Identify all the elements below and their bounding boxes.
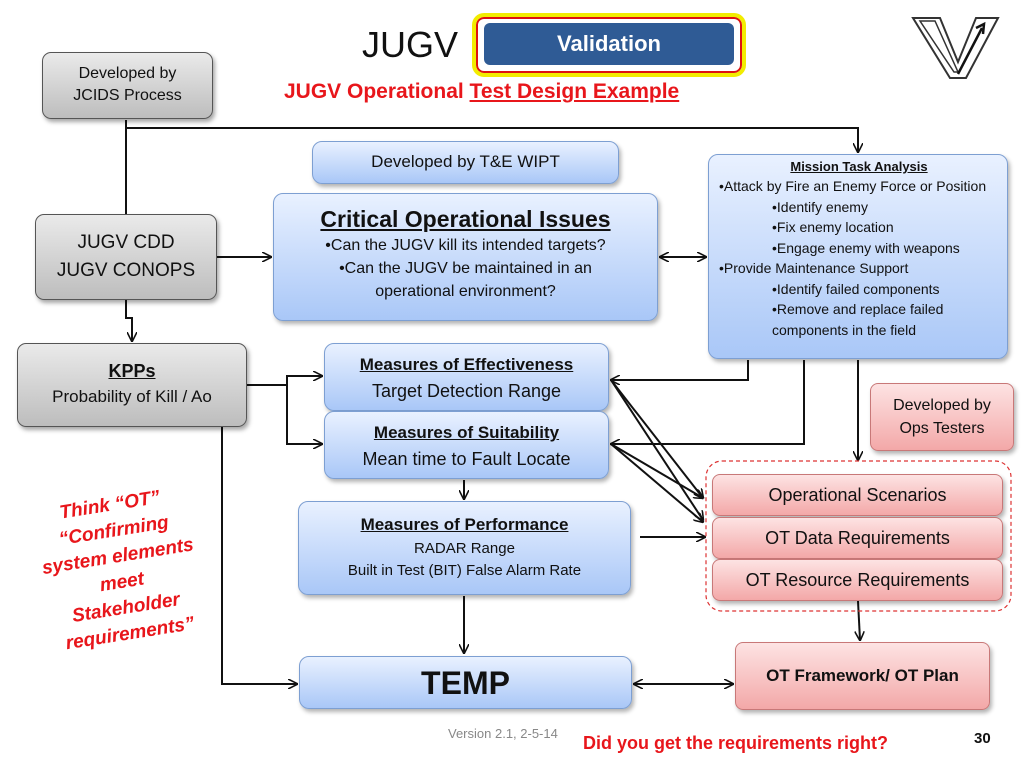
line-mta-moe — [611, 360, 749, 380]
mta-item-1: •Attack by Fire an Enemy Force or Positi… — [719, 178, 987, 194]
line-cdd-kpps — [125, 300, 132, 341]
mos-box: Measures of Suitability Mean time to Fau… — [324, 411, 609, 479]
mop-title: Measures of Performance — [360, 515, 569, 534]
ops-testers-line-1: Developed by — [893, 397, 991, 414]
ot-resource-requirements-box: OT Resource Requirements — [712, 559, 1003, 601]
page-number: 30 — [974, 730, 991, 747]
jcids-line-1: Developed by — [78, 65, 177, 82]
mta-item-2: •Identify enemy — [772, 198, 868, 215]
mos-title: Measures of Suitability — [373, 423, 560, 442]
cdd-line-2: JUGV CONOPS — [56, 260, 196, 281]
line-mos-ot-1 — [610, 443, 703, 498]
requirements-question: Did you get the requirements right? — [583, 733, 889, 753]
moe-box: Measures of Effectiveness Target Detecti… — [324, 343, 609, 411]
page-subtitle: JUGV Operational Test Design Example — [284, 80, 679, 104]
page-title: JUGV — [362, 24, 459, 65]
coi-title: Critical Operational Issues — [320, 206, 611, 232]
ot-framework-box: OT Framework/ OT Plan — [735, 642, 990, 710]
line-moe-ot-2 — [610, 379, 703, 520]
moe-title: Measures of Effectiveness — [359, 355, 574, 374]
moe-text: Target Detection Range — [371, 381, 562, 401]
ot-group-border — [705, 460, 1012, 612]
mta-item-3: •Fix enemy location — [772, 219, 894, 235]
coi-line-2: •Can the JUGV be maintained in an — [339, 260, 592, 277]
mop-line-2: Built in Test (BIT) False Alarm Rate — [347, 562, 582, 579]
version-label: Version 2.1, 2-5-14 — [448, 726, 558, 741]
line-mos-ot-2 — [610, 443, 703, 522]
mta-item-7: •Remove and replace failed components in… — [772, 301, 944, 338]
mop-box: Measures of Performance RADAR Range Buil… — [298, 501, 631, 595]
mta-title: Mission Task Analysis — [790, 159, 928, 174]
validation-badge: Validation — [472, 13, 746, 77]
cdd-line-1: JUGV CDD — [77, 232, 175, 253]
validation-badge-label: Validation — [484, 23, 734, 65]
temp-box: TEMP — [299, 656, 632, 709]
coi-line-1: •Can the JUGV kill its intended targets? — [325, 237, 606, 254]
line-kpps-mos — [286, 385, 322, 444]
jcids-box: Developed by JCIDS Process — [42, 52, 213, 119]
mta-item-6: •Identify failed components — [772, 280, 940, 297]
jcids-line-2: JCIDS Process — [73, 87, 182, 104]
mission-task-analysis-box: Mission Task Analysis •Attack by Fire an… — [708, 154, 1008, 359]
coi-box: Critical Operational Issues •Can the JUG… — [273, 193, 658, 321]
subtitle-underlined: Test Design Example — [469, 80, 680, 103]
v-arrow-logo-icon — [911, 17, 1000, 79]
line-kpps-temp — [221, 426, 297, 684]
ops-testers-line-2: Ops Testers — [899, 420, 985, 437]
think-ot-callout: Think “OT” “Confirming system elements m… — [4, 477, 236, 664]
mop-line-1: RADAR Range — [414, 540, 515, 557]
line-ot-framework — [858, 600, 860, 640]
coi-line-3: operational environment? — [375, 283, 556, 300]
mos-text: Mean time to Fault Locate — [362, 449, 571, 469]
kpps-box: KPPs Probability of Kill / Ao — [17, 343, 247, 427]
kpps-title: KPPs — [108, 361, 156, 381]
subtitle-prefix: JUGV Operational — [284, 80, 470, 103]
ops-testers-box: Developed by Ops Testers — [870, 383, 1014, 451]
mta-item-5: •Provide Maintenance Support — [719, 260, 909, 276]
mta-item-4: •Engage enemy with weapons — [772, 239, 960, 256]
te-wipt-box: Developed by T&E WIPT — [312, 141, 619, 184]
line-kpps-moe — [247, 376, 322, 386]
ot-data-requirements-box: OT Data Requirements — [712, 517, 1003, 559]
kpps-text: Probability of Kill / Ao — [52, 387, 212, 406]
line-moe-ot-1 — [610, 379, 703, 498]
operational-scenarios-box: Operational Scenarios — [712, 474, 1003, 516]
line-mta-mos — [611, 360, 805, 444]
line-jcids-mta — [126, 127, 858, 152]
cdd-conops-box: JUGV CDD JUGV CONOPS — [35, 214, 217, 300]
